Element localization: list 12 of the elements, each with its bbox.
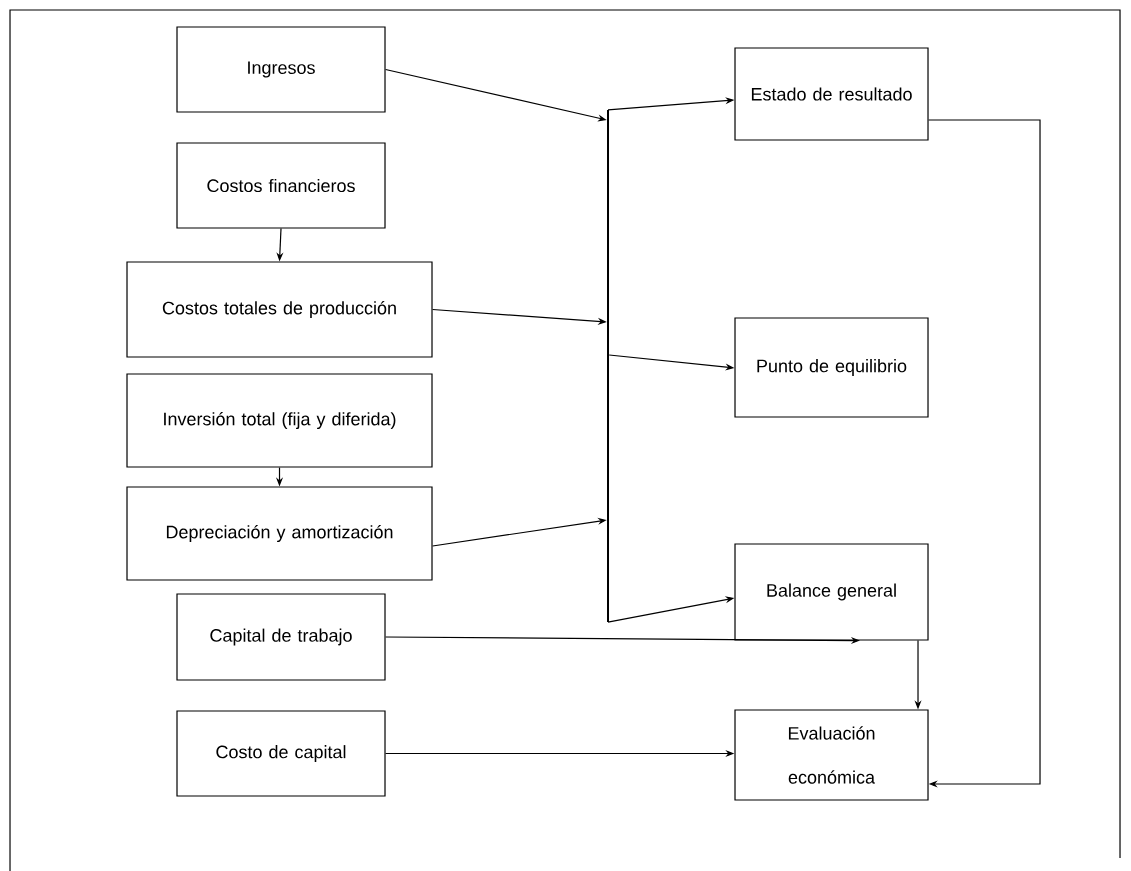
process-box: Evaluación económica	[734, 709, 929, 801]
process-box: Punto de equilibrio	[734, 317, 929, 418]
process-box: Balance general	[734, 543, 929, 641]
process-box: Costo de capital	[176, 710, 386, 797]
process-box: Ingresos	[176, 26, 386, 113]
process-box: Costos financieros	[176, 142, 386, 229]
process-box: Inversión total (fija y diferida)	[126, 373, 433, 468]
process-box: Depreciación y amortización	[126, 486, 433, 581]
process-box: Costos totales de producción	[126, 261, 433, 358]
process-box: Estado de resultado	[734, 47, 929, 141]
process-box: Capital de trabajo	[176, 593, 386, 681]
arrow	[928, 119, 1041, 788]
